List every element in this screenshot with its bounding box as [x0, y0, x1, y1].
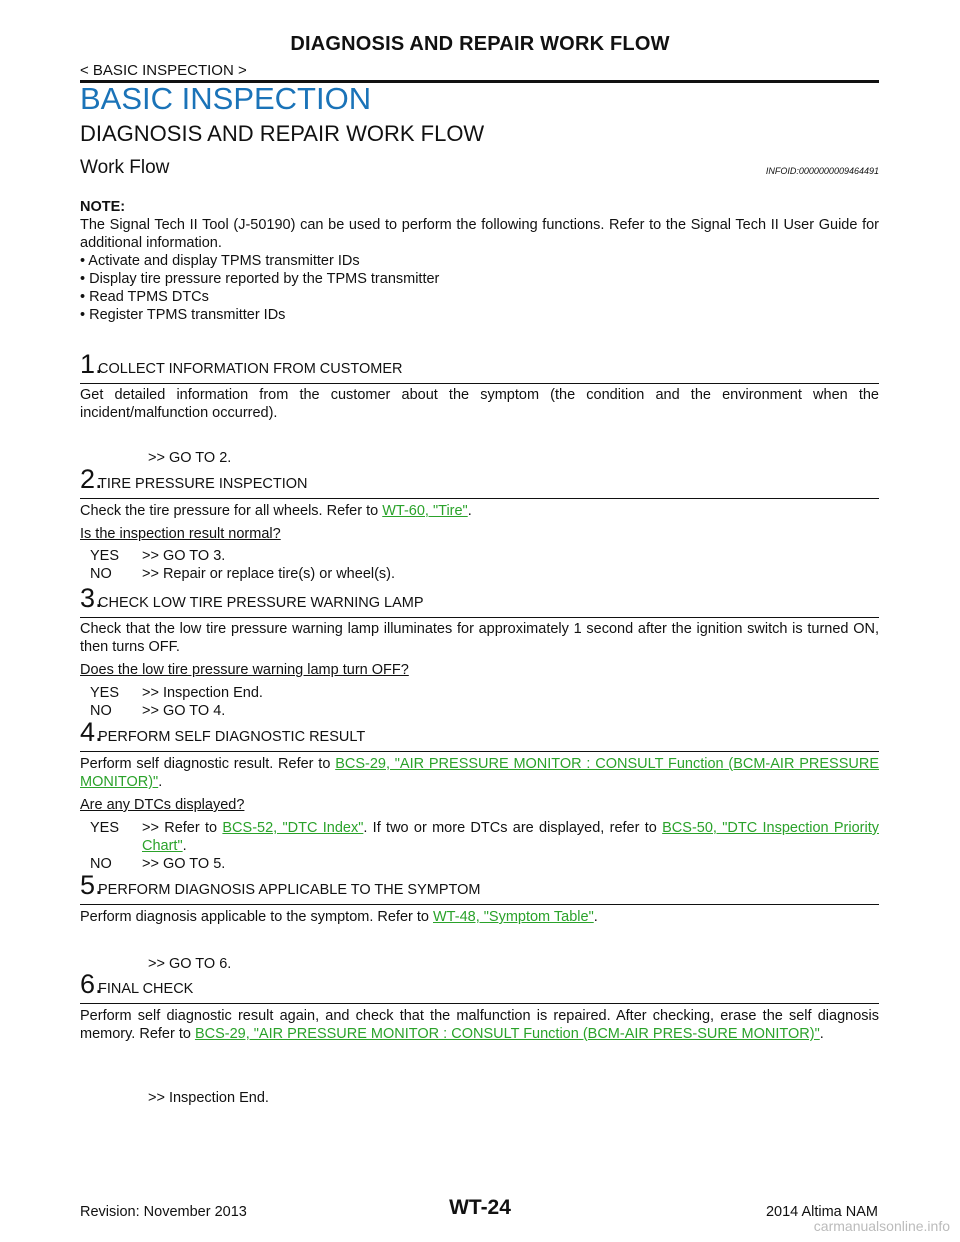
step-title: FINAL CHECK	[98, 981, 194, 997]
link-bcs-29[interactable]: BCS-29, "AIR PRESSURE MONITOR : CONSULT …	[80, 756, 879, 790]
note-label: NOTE:	[80, 199, 126, 215]
step-2-body: Check the tire pressure for all wheels. …	[80, 502, 879, 520]
body-text: .	[467, 503, 472, 519]
answer-row: NO >> GO TO 5.	[90, 855, 225, 873]
step-title: CHECK LOW TIRE PRESSURE WARNING LAMP	[98, 595, 424, 611]
answer-text-part: .	[182, 838, 187, 854]
step-1-goto: >> GO TO 2.	[148, 450, 232, 466]
answer-text: >> Repair or replace tire(s) or wheel(s)…	[142, 566, 396, 582]
answer-key: YES	[90, 548, 120, 564]
step-2-question: Is the inspection result normal?	[80, 526, 281, 542]
answer-row: YES >> GO TO 3.	[90, 547, 225, 565]
body-text: .	[819, 1026, 824, 1042]
body-text: .	[158, 774, 163, 790]
answer-key: YES	[90, 685, 120, 701]
body-text: Check the tire pressure for all wheels. …	[80, 503, 383, 519]
answer-text: >> GO TO 4.	[142, 703, 226, 719]
step-number: 2.	[80, 464, 103, 494]
answer-row: NO >> Repair or replace tire(s) or wheel(…	[90, 565, 395, 583]
step-6-goto: >> Inspection End.	[148, 1090, 269, 1106]
body-text: Perform self diagnostic result again, an…	[80, 1008, 879, 1042]
answer-row: YES	[90, 819, 142, 837]
answer-text: >> Inspection End.	[142, 685, 263, 701]
note-bullet: • Register TPMS transmitter IDs	[80, 307, 286, 323]
answer-text: >> GO TO 5.	[142, 856, 226, 872]
step-5-header: 5. PERFORM DIAGNOSIS APPLICABLE TO THE S…	[80, 870, 879, 905]
answer-text: >> Refer to BCS-52, "DTC Index". If two …	[142, 819, 879, 855]
link-wt-60-tire[interactable]: WT-60, "Tire"	[382, 503, 468, 519]
step-5-body: Perform diagnosis applicable to the symp…	[80, 908, 879, 926]
step-title: TIRE PRESSURE INSPECTION	[98, 476, 308, 492]
body-text: Perform self diagnostic result. Refer to	[80, 756, 336, 772]
link-bcs-52-dtc-index[interactable]: BCS-52, "DTC Index"	[222, 820, 364, 836]
step-number: 4.	[80, 717, 103, 747]
answer-text: >> GO TO 3.	[142, 548, 226, 564]
step-3-header: 3. CHECK LOW TIRE PRESSURE WARNING LAMP	[80, 583, 879, 618]
step-2-header: 2. TIRE PRESSURE INSPECTION	[80, 464, 879, 499]
answer-key: YES	[90, 820, 120, 836]
step-6-body: Perform self diagnostic result again, an…	[80, 1007, 879, 1043]
body-text: Perform diagnosis applicable to the symp…	[80, 909, 433, 925]
breadcrumb: < BASIC INSPECTION >	[80, 62, 247, 79]
step-4-header: 4. PERFORM SELF DIAGNOSTIC RESULT	[80, 717, 879, 752]
link-bcs-50-priority-chart[interactable]: BCS-50, "DTC Inspection Priority Chart"	[142, 820, 879, 854]
step-4-question: Are any DTCs displayed?	[80, 797, 245, 813]
page-header-title: DIAGNOSIS AND REPAIR WORK FLOW	[290, 33, 670, 55]
step-3-question: Does the low tire pressure warning lamp …	[80, 662, 409, 678]
step-1-body: Get detailed information from the custom…	[80, 387, 879, 421]
answer-text-part: >> Refer to	[142, 820, 223, 836]
note-bullet: • Display tire pressure reported by the …	[80, 271, 440, 287]
step-number: 3.	[80, 583, 103, 613]
answer-key: NO	[90, 566, 112, 582]
body-text: .	[593, 909, 598, 925]
info-id: INFOID:0000000009464491	[765, 166, 879, 176]
subsection-title: DIAGNOSIS AND REPAIR WORK FLOW	[80, 121, 485, 146]
step-title: PERFORM SELF DIAGNOSTIC RESULT	[98, 729, 366, 745]
footer-page-number: WT-24	[449, 1196, 511, 1219]
link-bcs-29[interactable]: BCS-29, "AIR PRESSURE MONITOR : CONSULT …	[194, 1026, 820, 1042]
step-1-header: 1. COLLECT INFORMATION FROM CUSTOMER	[80, 349, 879, 384]
note-bullet: • Read TPMS DTCs	[80, 289, 209, 305]
note-text: The Signal Tech II Tool (J-50190) can be…	[80, 217, 879, 251]
answer-key: NO	[90, 703, 112, 719]
answer-row: NO >> GO TO 4.	[90, 702, 225, 720]
note-bullet: • Activate and display TPMS transmitter …	[80, 253, 360, 269]
footer-revision: Revision: November 2013	[80, 1204, 247, 1220]
header-divider	[80, 80, 879, 83]
step-number: 1.	[80, 349, 103, 379]
watermark: carmanualsonline.info	[813, 1218, 950, 1234]
answer-row: YES >> Inspection End.	[90, 684, 263, 702]
step-5-goto: >> GO TO 6.	[148, 956, 232, 972]
step-number: 5.	[80, 870, 103, 900]
step-6-header: 6. FINAL CHECK	[80, 969, 879, 1004]
work-flow-title: Work Flow	[80, 157, 170, 178]
step-3-body: Check that the low tire pressure warning…	[80, 621, 879, 655]
answer-key: NO	[90, 856, 112, 872]
section-title: BASIC INSPECTION	[80, 81, 372, 116]
footer-model: 2014 Altima NAM	[765, 1204, 878, 1220]
step-4-body: Perform self diagnostic result. Refer to…	[80, 755, 879, 791]
link-wt-48-symptom-table[interactable]: WT-48, "Symptom Table"	[433, 909, 594, 925]
step-title: PERFORM DIAGNOSIS APPLICABLE TO THE SYMP…	[98, 882, 481, 898]
answer-text-part: . If two or more DTCs are displayed, ref…	[363, 820, 663, 836]
step-number: 6.	[80, 969, 103, 999]
step-title: COLLECT INFORMATION FROM CUSTOMER	[98, 361, 403, 377]
